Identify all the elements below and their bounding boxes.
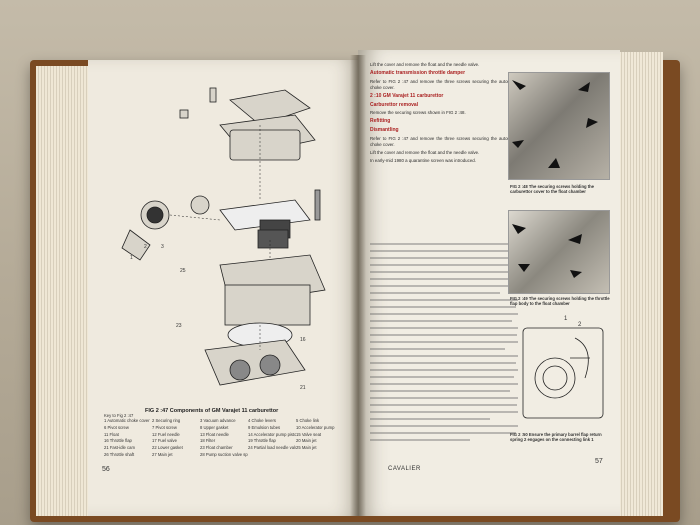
fig-48-photo [508,72,610,180]
right-page-number: 57 [595,458,603,465]
fig-49-caption: FIG 2 :49 The securing screws holding th… [510,296,610,307]
fig-50-label-2: 2 [578,322,582,328]
fig-48-arrows [512,80,598,168]
fig-50-label-1: 1 [564,316,568,322]
fig-50-caption: FIG 2 :50 Ensure the primary barrel flap… [510,432,602,443]
heading-removal: Carburettor removal [370,101,419,108]
body-snippet: In early-mid 1980 a quarantine screen wa… [370,157,476,163]
fig-50-diagram [522,327,604,419]
right-page-body-text: Lift the cover and remove the float and … [370,62,518,166]
heading-throttle-damper: Automatic transmission throttle damper [370,69,466,76]
body-snippet: Lift the cover and remove the float and … [370,62,480,67]
book-gutter [350,55,366,516]
body-snippet: Lift the cover and remove the float and … [370,149,480,155]
left-callout-16: 16 [300,337,306,343]
left-callout-1: 1 [130,255,133,261]
left-callout-25: 25 [180,268,186,274]
heading-varajet: 2 :10 GM Varajet 11 carburettor [370,92,444,99]
running-head: CAVALIER [388,466,421,472]
fig-47-key-title: Key to Fig 2 :47 [104,413,134,418]
fig-49-arrows [512,224,582,278]
left-callout-2: 2 [144,244,147,250]
heading-dismantling: Dismantling [370,127,399,134]
left-callout-23: 23 [176,323,182,329]
left-callout-3: 3 [161,244,164,250]
page-edges-right [615,52,663,516]
body-snippet: Refer to FIG 2 :47 and remove the three … [370,78,518,90]
page-edges-left [36,66,90,516]
exploded-carburettor-diagram [121,87,326,386]
heading-refitting: Refitting [370,118,391,125]
text-lines-filler [370,243,518,441]
fig-49-photo [508,210,610,294]
body-snippet: Refer to FIG 2 :47 and remove the three … [370,136,518,148]
body-snippet: Remove the securing screws shown in FIG … [370,110,466,116]
fig-48-caption: FIG 2 :48 The securing screws holding th… [510,184,595,195]
left-callout-21: 21 [300,385,306,391]
left-page-number: 56 [102,466,110,473]
fig-47-caption: FIG 2 :47 Components of GM Varajet 11 ca… [145,408,279,414]
